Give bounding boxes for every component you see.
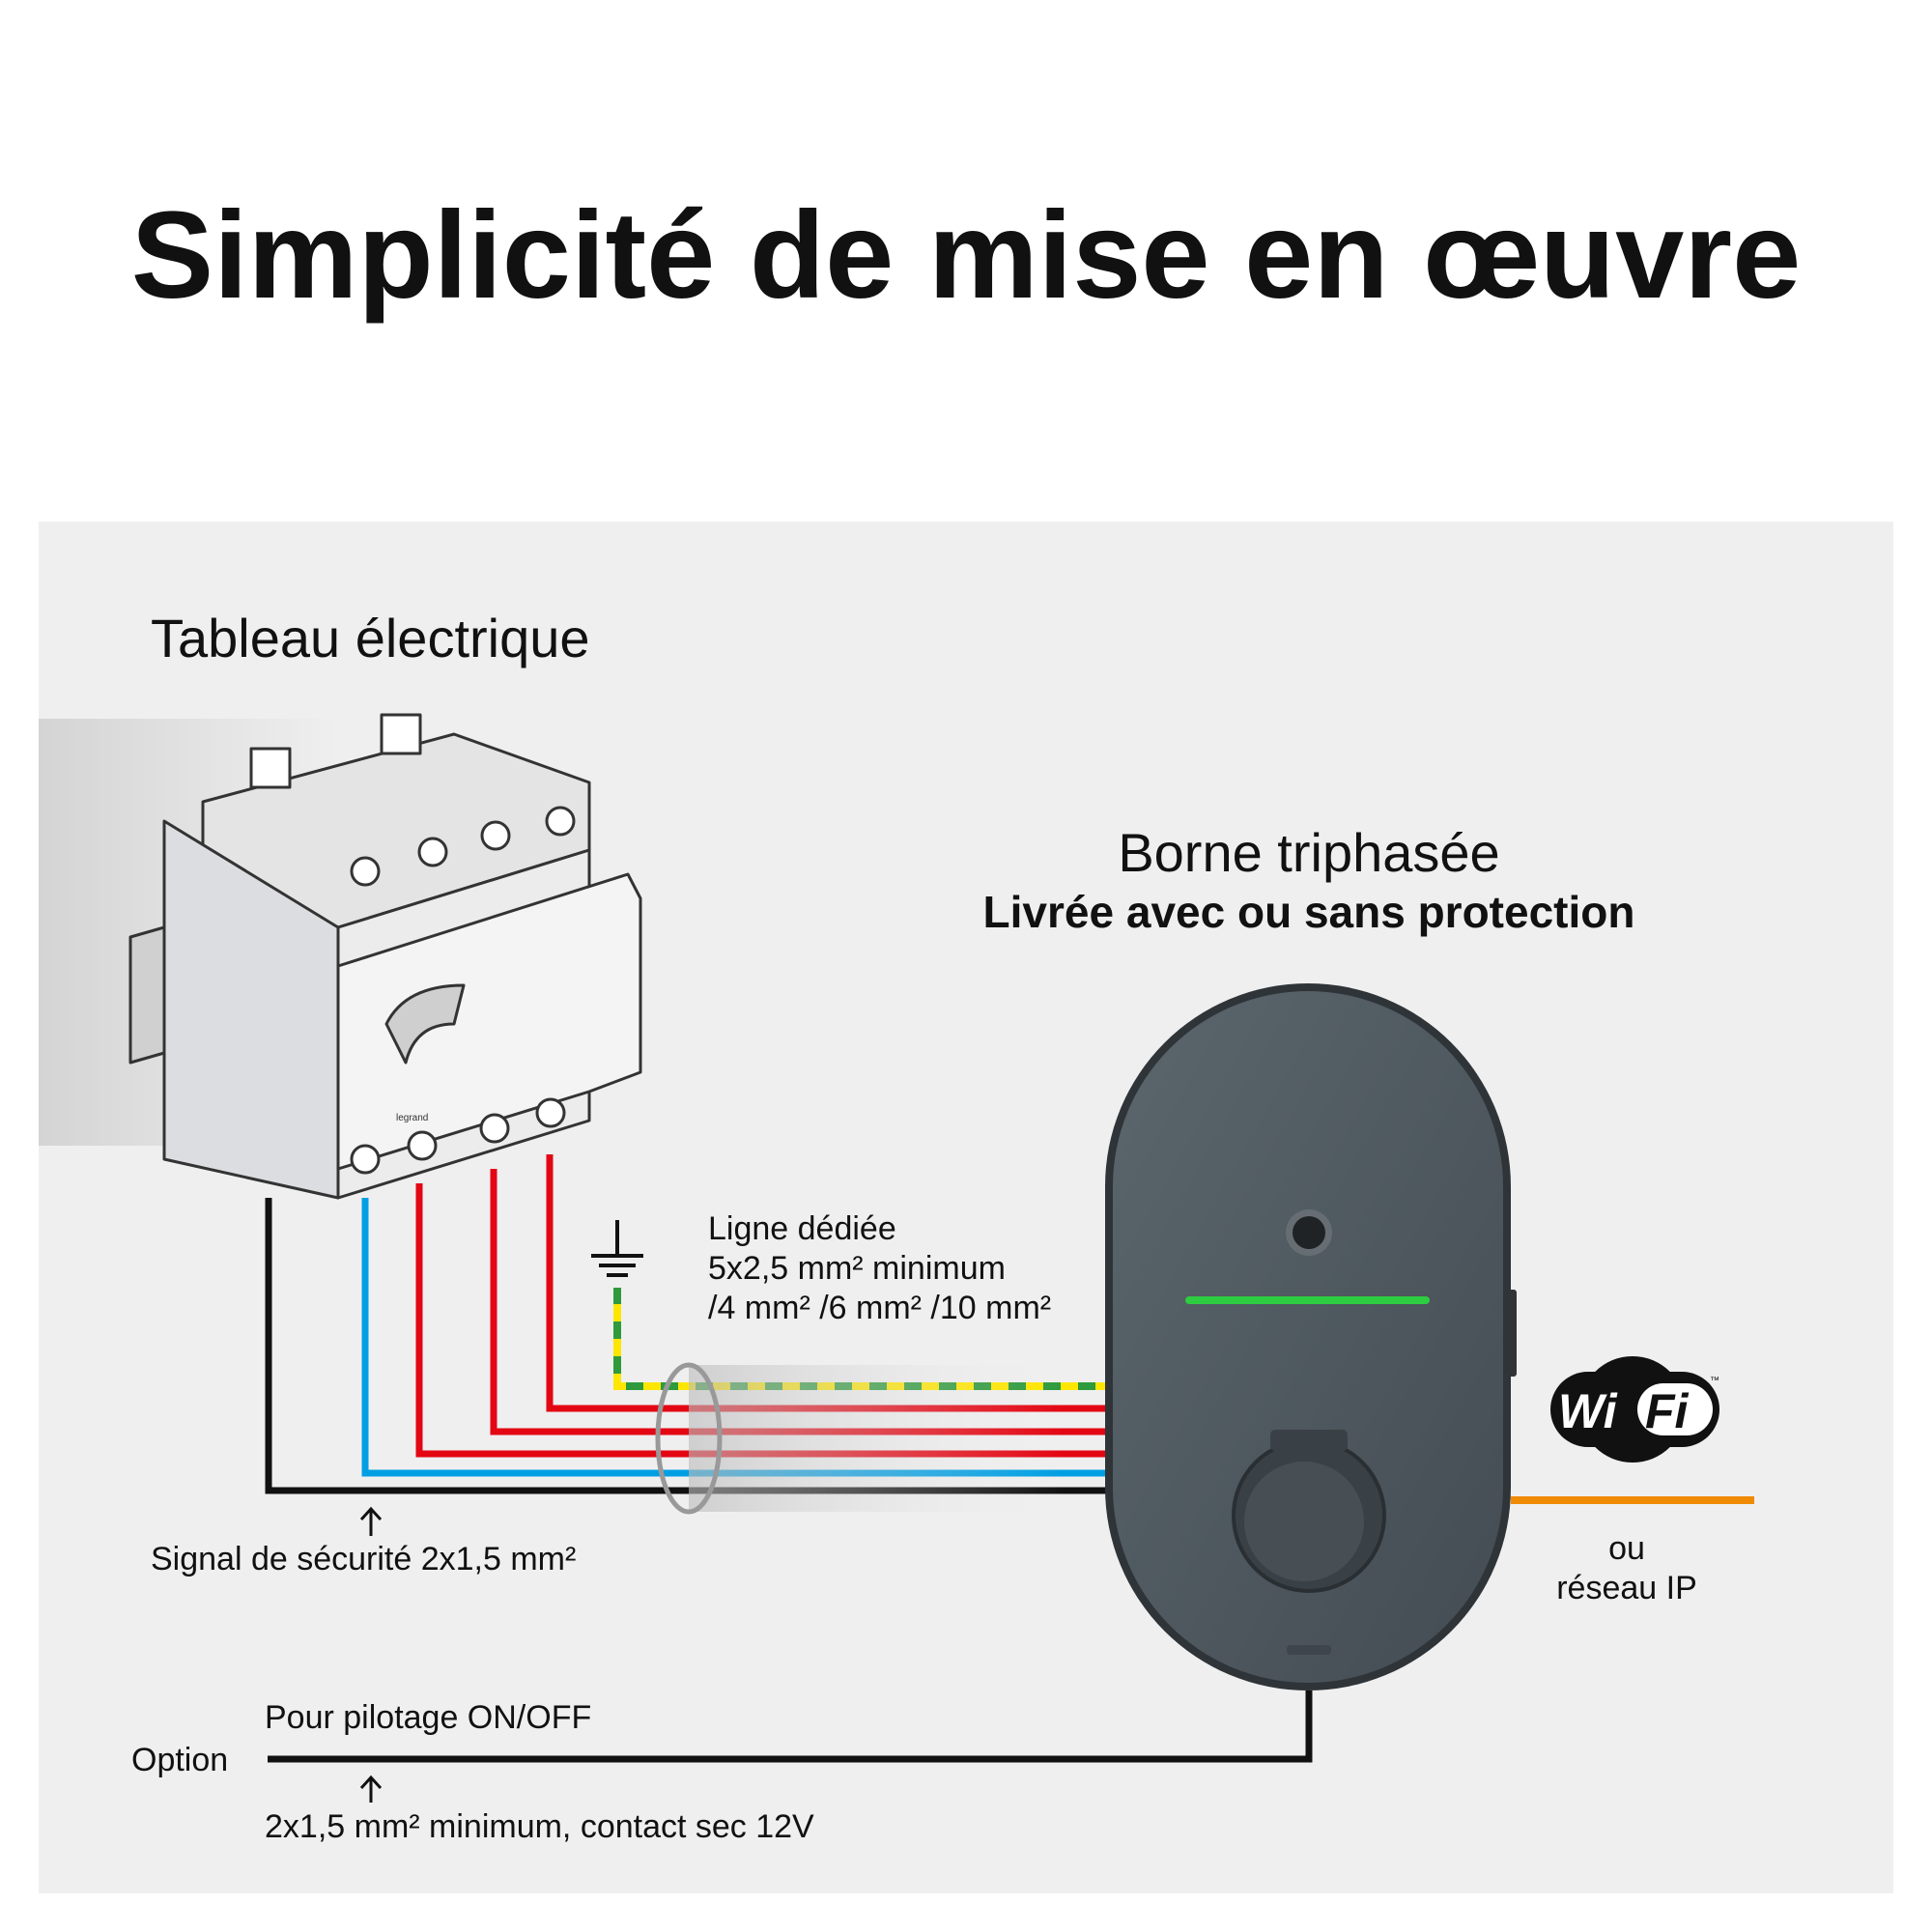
svg-text:Wi: Wi <box>1558 1384 1618 1438</box>
charging-station <box>1105 983 1517 1690</box>
up-arrow-icon <box>359 1506 383 1536</box>
charger-title: Borne triphasée <box>1118 822 1499 883</box>
board-label: Tableau électrique <box>151 608 590 668</box>
line-label-options: /4 mm² /6 mm² /10 mm² <box>708 1290 1051 1326</box>
svg-text:™: ™ <box>1710 1376 1719 1386</box>
charger-subtitle: Livrée avec ou sans protection <box>983 887 1635 937</box>
network-ip-label: réseau IP <box>1556 1570 1697 1606</box>
control-wire <box>268 1690 1313 1763</box>
option-spec-label: 2x1,5 mm² minimum, contact sec 12V <box>265 1808 814 1845</box>
safety-signal-label: Signal de sécurité 2x1,5 mm² <box>151 1541 576 1577</box>
line-label-section: 5x2,5 mm² minimum <box>708 1250 1006 1287</box>
up-arrow-icon <box>359 1775 383 1803</box>
option-label: Option <box>131 1742 228 1778</box>
page-title: Simplicité de mise en œuvre <box>131 186 1802 325</box>
breaker-brand: legrand <box>396 1113 428 1123</box>
svg-text:Fi: Fi <box>1645 1384 1690 1438</box>
cable-sleeve-end <box>655 1362 723 1515</box>
option-control-label: Pour pilotage ON/OFF <box>265 1699 591 1736</box>
line-label-title: Ligne dédiée <box>708 1210 896 1247</box>
line-label: Ligne dédiée 5x2,5 mm² minimum /4 mm² /6… <box>708 1210 1051 1326</box>
diagram-panel <box>39 522 1893 1893</box>
cable-sleeve <box>689 1365 1065 1512</box>
wifi-logo: Wi Fi ™ <box>1550 1356 1719 1463</box>
status-led <box>1185 1296 1430 1304</box>
network-or-label: ou <box>1608 1530 1645 1567</box>
breaker-illustration: legrand <box>128 713 642 1200</box>
earth-symbol-icon <box>591 1220 643 1277</box>
wire-earth-vertical <box>613 1288 621 1386</box>
